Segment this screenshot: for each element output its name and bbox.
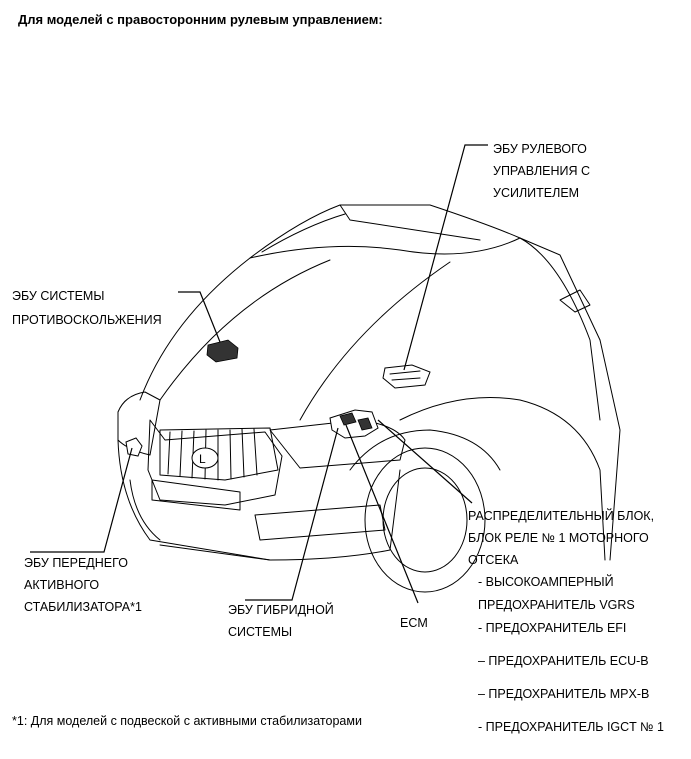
fuse-item: - ВЫСОКОАМПЕРНЫЙ [478,575,614,589]
relay-block-label: РАСПРЕДЕЛИТЕЛЬНЫЙ БЛОК, БЛОК РЕЛЕ № 1 МО… [468,509,655,567]
fuse-item: - ПРЕДОХРАНИТЕЛЬ EFI [478,621,627,635]
eps-ecu-component [382,364,431,389]
skid-ecu-component [206,339,239,363]
fuse-item: – ПРЕДОХРАНИТЕЛЬ ECU-B [478,654,649,668]
relay-block-component [329,409,379,439]
stabilizer-ecu-component [125,437,143,457]
ecm-label: ECM [400,616,428,630]
fuse-list: - ВЫСОКОАМПЕРНЫЙ ПРЕДОХРАНИТЕЛЬ VGRS - П… [478,571,664,739]
leader-lines [30,144,488,604]
stabilizer-ecu-label: ЭБУ ПЕРЕДНЕГО АКТИВНОГО СТАБИЛИЗАТОРА*1 [24,556,142,614]
fuse-item: - ПРЕДОХРАНИТЕЛЬ IGCT № 1 [478,720,664,734]
fuse-item: – ПРЕДОХРАНИТЕЛЬ MPX-B [478,687,650,701]
fuse-item: ПРЕДОХРАНИТЕЛЬ VGRS [478,598,635,612]
car-outline: L [117,204,621,593]
eps-ecu-label: ЭБУ РУЛЕВОГО УПРАВЛЕНИЯ С УСИЛИТЕЛЕМ [493,142,591,200]
emblem-icon: L [199,452,206,466]
page-heading: Для моделей с правосторонним рулевым упр… [18,12,383,27]
hybrid-ecu-label: ЭБУ ГИБРИДНОЙ СИСТЕМЫ [228,603,334,639]
skid-ecu-label: ЭБУ СИСТЕМЫ ПРОТИВОСКОЛЬЖЕНИЯ [12,289,162,327]
footnote: *1: Для моделей с подвеской с активными … [12,714,362,728]
